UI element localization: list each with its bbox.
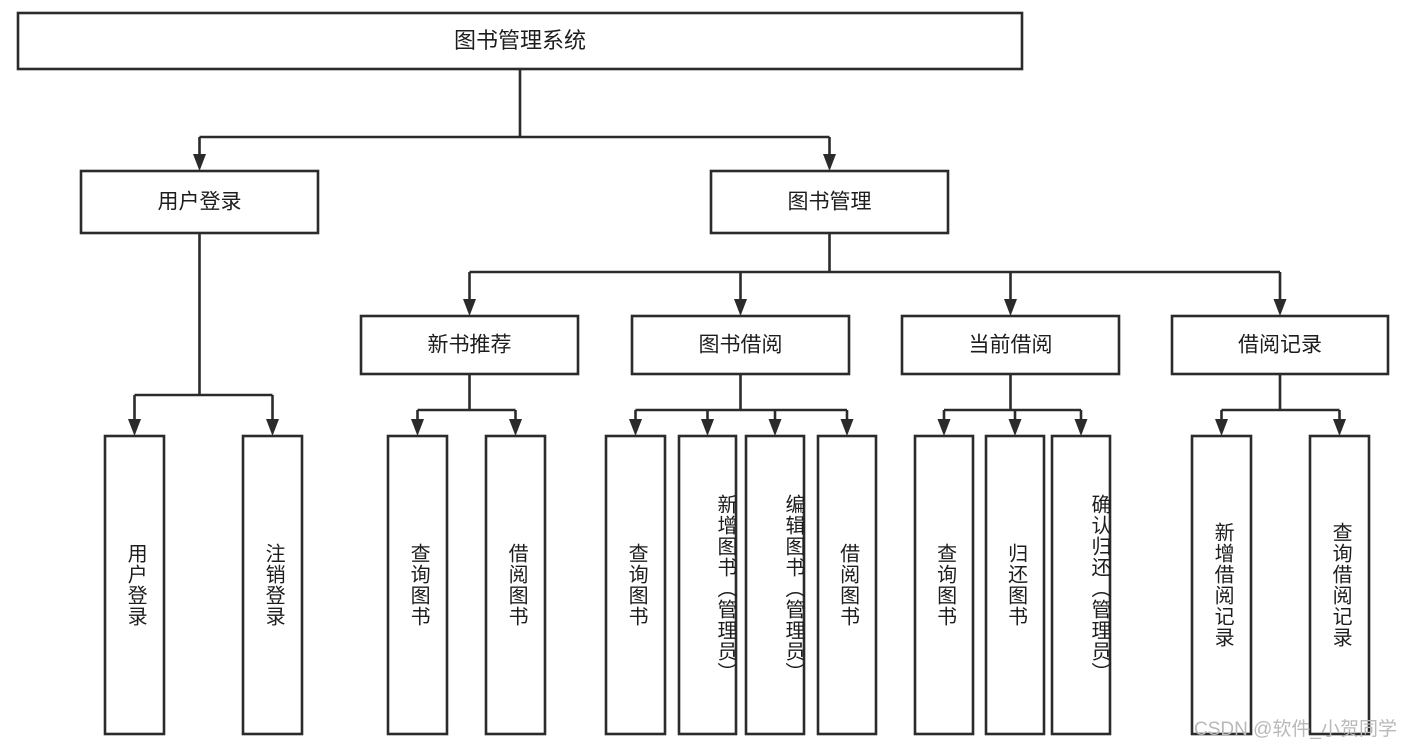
node-leaf-编辑图书管理员-6[interactable] [744,434,806,736]
node-leaf-查询借阅记录-12[interactable] [1308,434,1371,736]
conn-newbook-branch-0-arrowhead-icon [411,419,424,436]
conn-newbook-branch-1-arrowhead-icon [509,419,522,436]
conn-current-branch-0-arrowhead-icon [937,419,951,436]
node-leaf-确认归还管理员-10[interactable] [1050,434,1112,736]
node-root-label-图书管理系统: 图书管理系统 [454,28,586,53]
node-leaf-注销登录-1[interactable] [241,434,304,736]
node-box-layer [16,11,1390,736]
conn-bookmgmt-branch-1-arrowhead-icon [734,299,747,316]
node-leaf-查询图书-4[interactable] [604,434,667,736]
node-leaf-归还图书-9[interactable] [984,434,1046,736]
node-l3-新书推荐-0[interactable] [359,314,580,376]
conn-login-branch-0-arrowhead-icon [128,419,141,436]
node-leaf-新增借阅记录-11[interactable] [1190,434,1253,736]
conn-record-branch-0-arrowhead-icon [1215,419,1228,436]
node-leaf-查询图书-2[interactable] [386,434,449,736]
node-leaf-查询图书-8[interactable] [913,434,975,736]
node-l2-图书管理-1[interactable] [709,169,950,235]
conn-root-branch-1-arrowhead-icon [823,154,836,171]
connector-layer [128,69,1346,436]
conn-borrow-branch-3-arrowhead-icon [840,419,854,436]
conn-borrow-branch-2-arrowhead-icon [768,419,782,436]
node-l3-label-当前借阅: 当前借阅 [969,334,1053,357]
node-leaf-新增图书管理员-5[interactable] [677,434,738,736]
node-l3-label-图书借阅: 图书借阅 [699,334,783,357]
conn-current-branch-2-arrowhead-icon [1074,419,1088,436]
node-l2-用户登录-0[interactable] [79,169,320,235]
node-l2-label-图书管理: 图书管理 [788,191,872,214]
conn-login-branch-1-arrowhead-icon [266,419,279,436]
node-root-图书管理系统[interactable] [16,11,1024,71]
node-leaf-用户登录-0[interactable] [103,434,166,736]
conn-root-branch-0-arrowhead-icon [193,154,206,171]
node-l3-图书借阅-1[interactable] [630,314,851,376]
node-l3-label-借阅记录: 借阅记录 [1238,334,1322,357]
conn-current-branch-1-arrowhead-icon [1008,419,1022,436]
conn-record-branch-1-arrowhead-icon [1333,419,1346,436]
node-leaf-借阅图书-7[interactable] [816,434,878,736]
node-l3-label-新书推荐: 新书推荐 [428,334,512,357]
node-l2-label-用户登录: 用户登录 [158,191,242,214]
conn-bookmgmt-branch-3-arrowhead-icon [1273,299,1287,316]
node-leaf-借阅图书-3[interactable] [484,434,547,736]
node-l3-借阅记录-3[interactable] [1170,314,1390,376]
conn-borrow-branch-0-arrowhead-icon [629,419,642,436]
conn-borrow-branch-1-arrowhead-icon [701,419,714,436]
conn-bookmgmt-branch-2-arrowhead-icon [1004,299,1017,316]
conn-bookmgmt-branch-0-arrowhead-icon [463,299,476,316]
node-l3-当前借阅-2[interactable] [900,314,1121,376]
